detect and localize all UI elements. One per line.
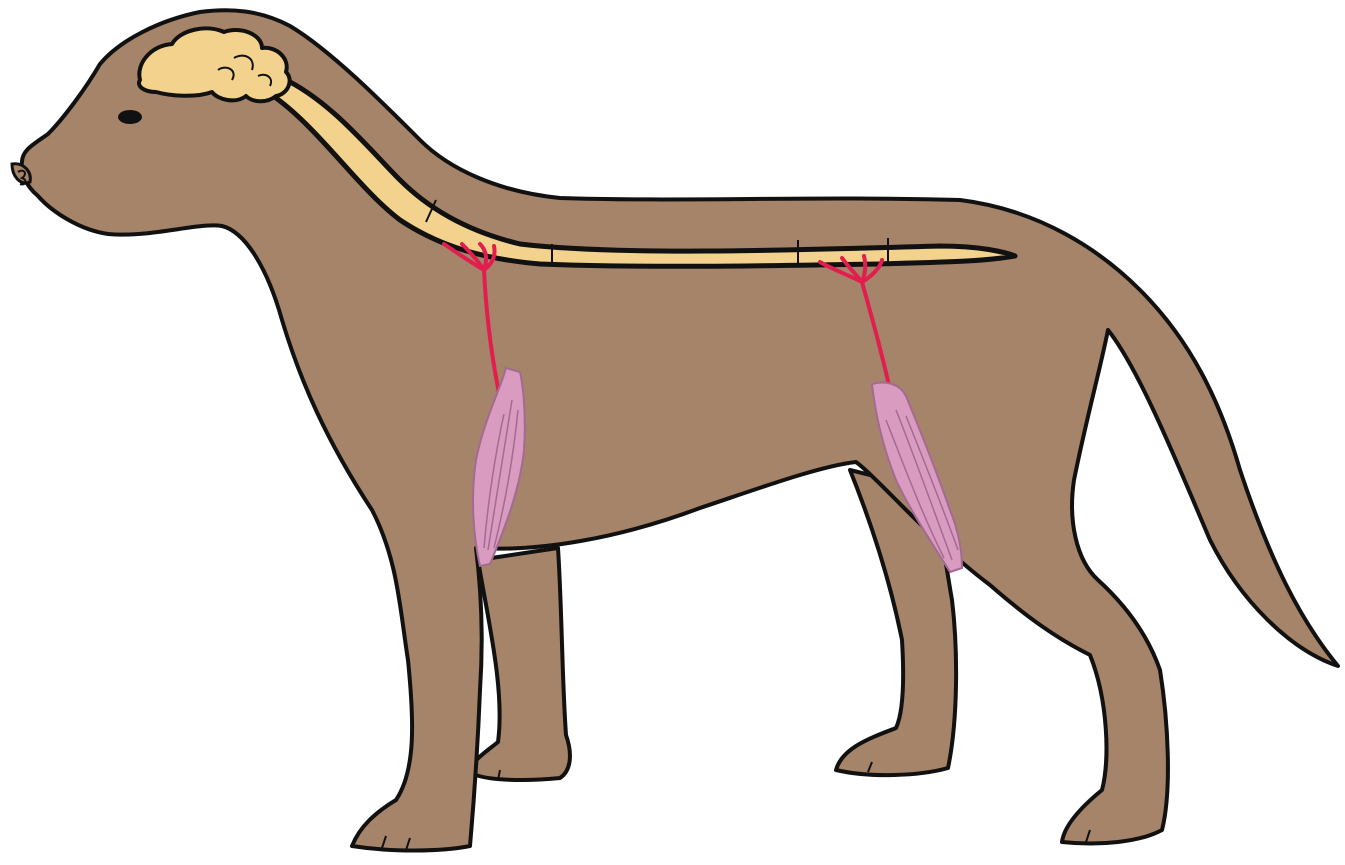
dog-body — [22, 10, 1338, 850]
far-front-leg — [470, 548, 570, 780]
eye-icon — [118, 110, 142, 124]
